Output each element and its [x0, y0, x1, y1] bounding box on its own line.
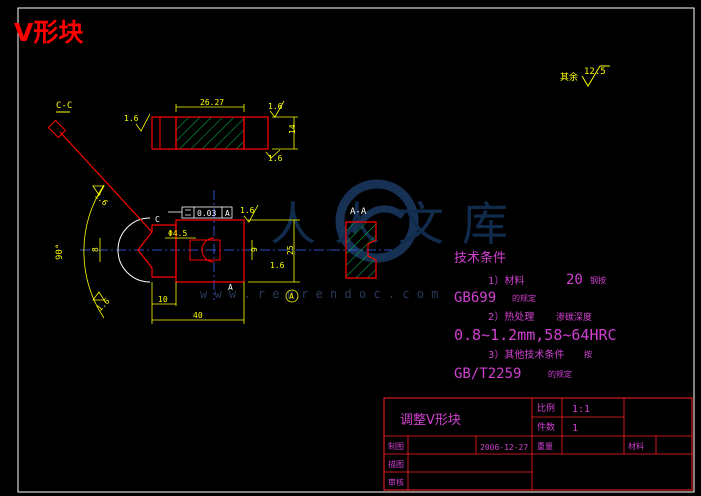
- tech-line6-a: GB/T2259: [454, 366, 521, 382]
- section-c-mark: C: [155, 215, 160, 224]
- tech-line2-a: GB699: [454, 290, 496, 306]
- tb-material-label: 材料: [628, 441, 644, 451]
- roughness-label: 其余: [560, 71, 578, 83]
- tech-line1-b: 20: [566, 272, 583, 288]
- tolerance-value: 0.03: [197, 209, 216, 218]
- watermark: 人人文库 w w w . r e n r e n d o c . c o m: [200, 179, 526, 301]
- roughness-1-6-top-left: 1.6: [124, 114, 139, 123]
- tech-line6-b: 的规定: [548, 369, 572, 379]
- tech-line3-a: 2）热处理: [488, 310, 534, 323]
- tech-notes: 技术条件 1）材料 20 钢按 GB699 的规定 2）热处理 渗碳深度 0.8…: [454, 250, 617, 382]
- datum-a-mark: A: [228, 283, 233, 292]
- section-aa-view: A-A: [330, 207, 392, 279]
- tolerance-frame: [181, 206, 233, 219]
- tb-date: 2006-12-27: [480, 443, 528, 452]
- dim-25: 25: [286, 245, 295, 255]
- section-aa-label: A-A: [350, 207, 367, 217]
- tb-scale-label: 比例: [537, 402, 555, 414]
- tb-part-name: 调整V形块: [400, 413, 461, 428]
- tech-line5-b: 按: [584, 349, 592, 359]
- datum-a-circle: [285, 289, 299, 303]
- title-block: 调整V形块 比例 1:1 件数 1 制图 2006-12-27 重量 材料 描图…: [383, 397, 693, 491]
- parallelism-icon: [185, 209, 191, 216]
- tech-line5-a: 3）其他技术条件: [488, 348, 564, 361]
- tech-heading: 技术条件: [454, 250, 506, 266]
- watermark-logo-icon: [335, 179, 419, 263]
- roughness-mark-icon: [269, 100, 285, 118]
- dim-angle-90: 90°: [55, 244, 65, 260]
- roughness-mark-icon: [92, 291, 105, 301]
- tech-line1-a: 1）材料: [488, 274, 524, 287]
- tb-weight-label: 重量: [537, 441, 553, 451]
- tb-drawn-label: 制图: [388, 441, 404, 451]
- tech-line2-b: 的规定: [512, 293, 536, 303]
- dim-10: 10: [158, 295, 168, 304]
- top-view: 26.27 14 1.6 1.6 1.6: [124, 98, 298, 163]
- roughness-mark-icon: [92, 185, 105, 196]
- front-view: 90° 1.6 1.6 C 0.03 A 1.6 Φ4.5 8 9 25: [47, 119, 330, 324]
- tb-qty-value: 1: [572, 423, 578, 434]
- roughness-value: 12.5: [584, 67, 606, 77]
- page-title: V形块: [14, 18, 83, 47]
- drawing-frame: [17, 7, 695, 493]
- dim-phi-4-5: Φ4.5: [168, 229, 187, 238]
- roughness-1-6-hole: 1.6: [270, 261, 285, 270]
- datum-a-circle-label: A: [289, 292, 294, 301]
- tech-line4: 0.8~1.2mm,58~64HRC: [454, 326, 617, 344]
- watermark-url: w w w . r e n r e n d o c . c o m: [200, 287, 438, 301]
- roughness-mark-icon: [243, 204, 259, 223]
- roughness-mark-icon: [265, 149, 281, 159]
- dim-26-27: 26.27: [200, 98, 224, 107]
- tech-line3-b: 渗碳深度: [556, 311, 592, 323]
- tb-draw-label: 描图: [388, 459, 404, 469]
- tb-check-label: 审核: [388, 477, 404, 487]
- watermark-text: 人人文库: [270, 197, 526, 251]
- tb-qty-label: 件数: [537, 421, 555, 433]
- dim-40: 40: [193, 311, 203, 320]
- roughness-1-6-bottom: 1.6: [268, 154, 283, 163]
- roughness-mark-icon: [135, 113, 151, 132]
- dim-9: 9: [250, 247, 259, 252]
- tb-scale-value: 1:1: [572, 404, 590, 415]
- section-cc-label: C-C: [56, 101, 72, 111]
- tech-line1-c: 钢按: [590, 275, 606, 285]
- roughness-1-6-front: 1.6: [240, 206, 255, 215]
- dim-14: 14: [288, 124, 297, 134]
- roughness-1-6-top-right: 1.6: [268, 102, 283, 111]
- dim-8: 8: [91, 247, 100, 252]
- roughness-symbol-icon: [581, 65, 610, 87]
- roughness-1-6-v-upper: 1.6: [93, 191, 110, 208]
- tolerance-datum: A: [225, 209, 230, 218]
